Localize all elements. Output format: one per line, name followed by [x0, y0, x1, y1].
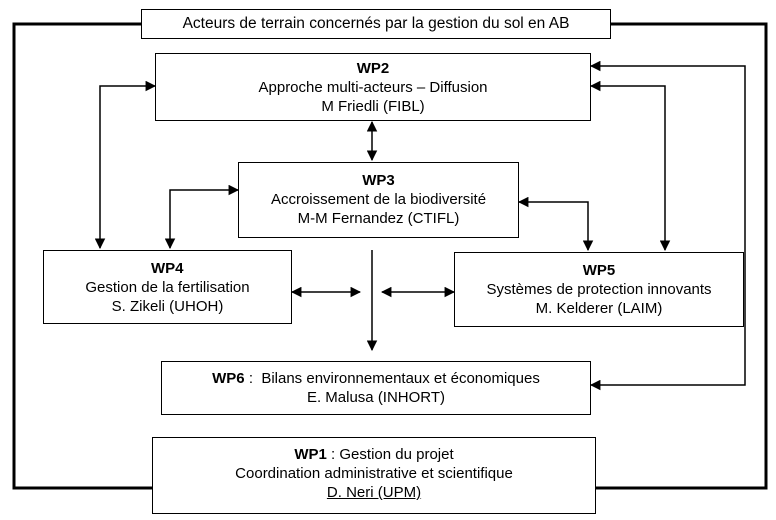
- wp2-line1: Approche multi-acteurs – Diffusion: [258, 79, 488, 96]
- wp3-line1: Accroissement de la biodiversité: [270, 191, 487, 208]
- wp1-line1: Gestion du projet: [339, 446, 454, 463]
- arrow-wp2-wp4: [94, 80, 157, 250]
- wp3-title: WP3: [362, 172, 395, 189]
- wp3-line2: M-M Fernandez (CTIFL): [297, 210, 460, 227]
- wp1-line2: Coordination administrative et scientifi…: [235, 465, 513, 482]
- wp1-line1-row: WP1 : Gestion du projet: [153, 445, 595, 464]
- arrow-wp2-wp5: [589, 80, 671, 252]
- wp4-box: WP4 Gestion de la fertilisation S. Zikel…: [43, 250, 292, 324]
- wp5-box: WP5 Systèmes de protection innovants M. …: [454, 252, 744, 327]
- arrow-wp3-wp5: [517, 196, 594, 252]
- actors-header-text: Acteurs de terrain concernés par la gest…: [182, 15, 570, 32]
- wp4-title: WP4: [151, 260, 184, 277]
- wp6-separator: :: [244, 370, 262, 387]
- wp6-box: WP6 : Bilans environnementaux et économi…: [161, 361, 591, 415]
- wp6-title: WP6: [212, 370, 245, 387]
- wp2-line2: M Friedli (FIBL): [321, 98, 425, 115]
- wp6-line1: Bilans environnementaux et économiques: [261, 370, 540, 387]
- wp1-separator: :: [326, 446, 340, 463]
- wp5-title: WP5: [582, 262, 616, 279]
- wp5-line2: M. Kelderer (LAIM): [535, 300, 663, 317]
- wp4-line2: S. Zikeli (UHOH): [111, 298, 224, 315]
- outer-frame: [12, 22, 768, 490]
- wp2-box: WP2 Approche multi-acteurs – Diffusion M…: [155, 53, 591, 121]
- wp4-line1: Gestion de la fertilisation: [85, 279, 250, 296]
- wp2-title: WP2: [356, 60, 390, 77]
- wp1-title: WP1: [294, 446, 327, 463]
- arrow-wp3-wp4: [164, 184, 240, 250]
- arrow-wp2-wp6: [589, 60, 746, 391]
- wp6-line1-row: WP6 : Bilans environnementaux et économi…: [162, 369, 590, 388]
- actors-header: Acteurs de terrain concernés par la gest…: [141, 9, 611, 39]
- wp1-line3: D. Neri (UPM): [326, 484, 422, 501]
- wp5-line1: Systèmes de protection innovants: [486, 281, 712, 298]
- wp6-line2: E. Malusa (INHORT): [306, 389, 446, 406]
- wp1-box: WP1 : Gestion du projet Coordination adm…: [152, 437, 596, 514]
- wp3-box: WP3 Accroissement de la biodiversité M-M…: [238, 162, 519, 238]
